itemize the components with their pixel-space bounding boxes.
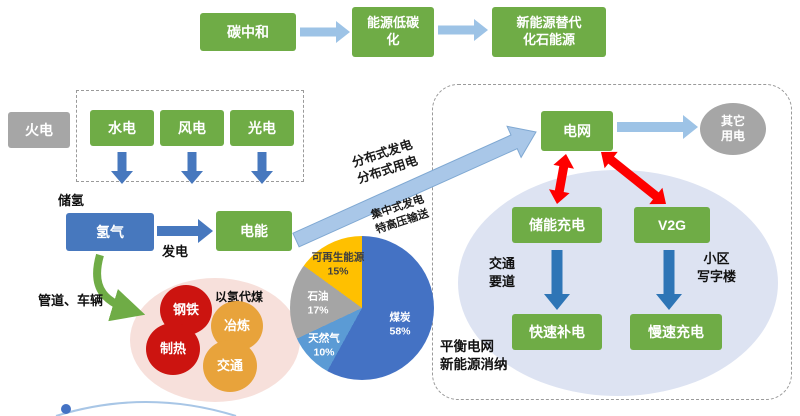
pie-label-renewable: 可再生能源 15% <box>311 251 365 277</box>
flow-arrow-1 <box>300 21 350 43</box>
wind-power-box: 风电 <box>160 110 224 146</box>
pie-label-coal: 煤炭 58% <box>389 311 411 337</box>
energy-low-carbon-box: 能源低碳 化 <box>352 7 434 57</box>
pie-label-gas: 天然气 10% <box>308 332 340 358</box>
new-energy-substitution-box: 新能源替代 化石能源 <box>492 7 606 57</box>
v2g-box: V2G <box>634 207 710 243</box>
hydrogen-to-electricity-arrow <box>157 219 213 243</box>
traffic-artery-label: 交通 要道 <box>489 256 516 289</box>
slow-charging-box: 慢速充电 <box>630 314 722 350</box>
flow-arrow-2 <box>438 19 488 41</box>
carbon-neutral-box: 碳中和 <box>200 13 296 51</box>
hydrogen-box: 氢气 <box>66 213 154 251</box>
watermark-dot <box>61 404 71 414</box>
thermal-power-box: 火电 <box>8 112 70 148</box>
transport-circle: 交通 <box>203 340 257 392</box>
storage-charging-box: 储能充电 <box>512 207 602 243</box>
solar-power-box: 光电 <box>230 110 294 146</box>
distributed-label: 分布式发电 分布式用电 <box>350 137 420 186</box>
hydro-power-box: 水电 <box>90 110 154 146</box>
watermark-arc <box>55 401 237 416</box>
pipeline-vehicle-label: 管道、车辆 <box>38 293 104 308</box>
balance-label: 平衡电网 新能源消纳 <box>440 339 508 373</box>
electricity-box: 电能 <box>216 211 292 251</box>
heating-circle: 制热 <box>146 323 200 375</box>
grid-box: 电网 <box>541 111 613 151</box>
pie-label-oil: 石油 17% <box>307 290 329 316</box>
hydrogen-storage-label: 储氢 <box>58 193 85 208</box>
centralized-label: 集中式发电 特高压输送 <box>369 193 431 236</box>
fast-charging-box: 快速补电 <box>512 314 602 350</box>
coal-substitution-label: 以氢代煤 <box>215 290 264 304</box>
other-load-ellipse: 其它 用电 <box>700 103 766 155</box>
generation-label: 发电 <box>162 244 189 259</box>
district-office-label: 小区 写字楼 <box>697 251 737 284</box>
pie-chart <box>290 236 434 380</box>
